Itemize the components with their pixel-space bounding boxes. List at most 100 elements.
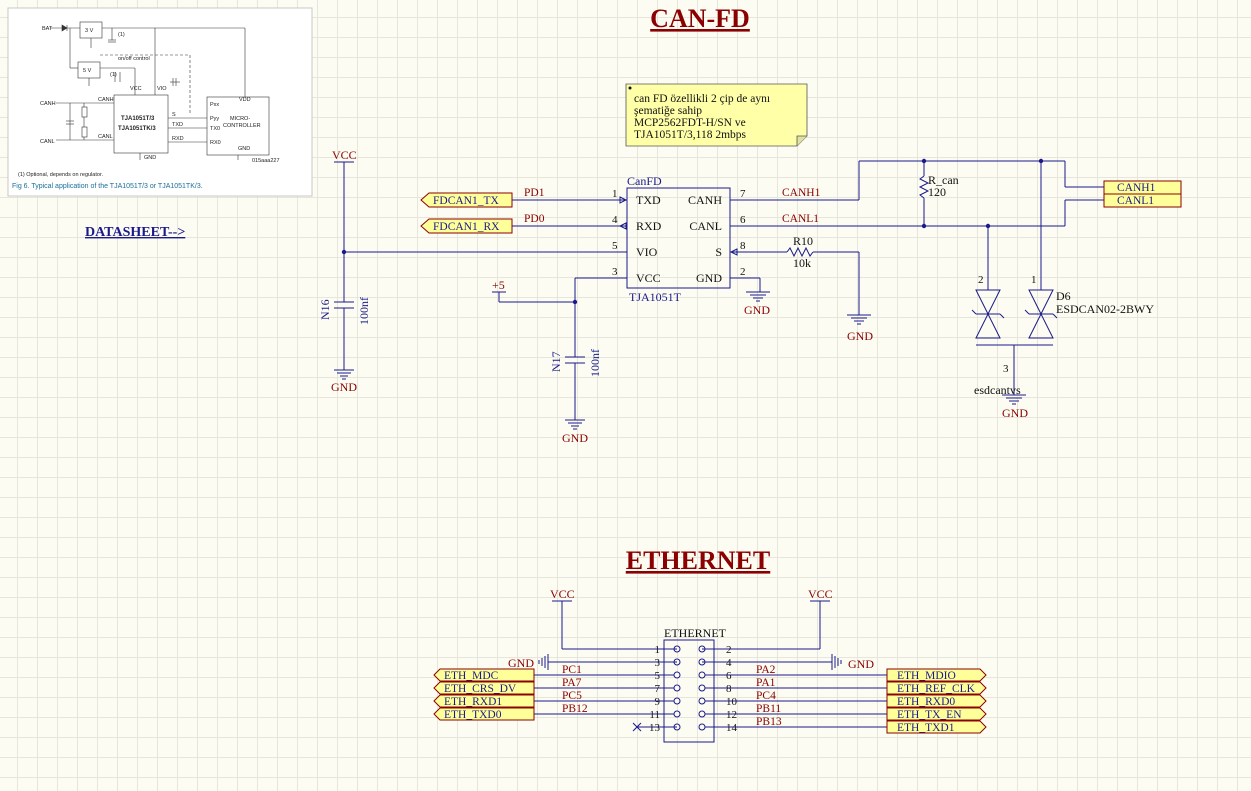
eth-port-eth-tx-en[interactable]: ETH_TX_EN — [886, 707, 987, 721]
ds-label-3v: 3 V — [85, 28, 94, 34]
eth-port-eth-rxd1[interactable]: ETH_RXD1 — [433, 694, 535, 708]
chip-pin-4-num: 4 — [612, 214, 618, 226]
ds-label-mcu1: MICRO- — [230, 116, 250, 122]
svg-text:ETH_MDIO: ETH_MDIO — [897, 670, 956, 682]
eth-pin-left-11[interactable] — [673, 710, 681, 718]
svg-text:GND: GND — [847, 329, 873, 343]
ds-label-chip1: TJA1051T/3 — [121, 116, 155, 122]
ds-label-canl: CANL — [40, 139, 55, 145]
eth-pin-right-6[interactable] — [698, 671, 706, 679]
ds-label-rx0: RX0 — [210, 140, 221, 146]
eth-port-eth-mdc[interactable]: ETH_MDC — [433, 668, 535, 682]
eth-vcc-right: VCC — [808, 587, 833, 601]
svg-text:ETH_REF_CLK: ETH_REF_CLK — [897, 683, 976, 695]
eth-pin-num-7: 7 — [655, 683, 661, 695]
eth-pin-right-8[interactable] — [698, 684, 706, 692]
svg-text:CANH1: CANH1 — [1117, 182, 1156, 194]
svg-text:CANL1: CANL1 — [1117, 195, 1154, 207]
chip-pin-5-num: 5 — [612, 240, 618, 252]
svg-text:GND: GND — [562, 431, 588, 445]
eth-pin-num-6: 6 — [726, 670, 732, 682]
resistor-rcan[interactable]: R_can 120 — [918, 158, 959, 229]
gnd-symbol-d6: GND — [1002, 394, 1028, 420]
svg-text:ETH_RXD0: ETH_RXD0 — [897, 696, 955, 708]
chip-pin-2-num: 2 — [740, 266, 746, 278]
eth-net-pa1: PA1 — [756, 677, 776, 689]
svg-text:120: 120 — [928, 185, 946, 199]
eth-pin-left-5[interactable] — [673, 671, 681, 679]
port-fdcan1-rx[interactable]: FDCAN1_RX — [420, 218, 513, 234]
ds-label-onoff: on/off control — [118, 56, 150, 62]
ds-label-txd: TXD — [172, 122, 183, 128]
eth-ref: ETHERNET — [664, 626, 727, 640]
resistor-r10[interactable]: R10 10k — [760, 234, 860, 315]
note-line-2: şematiğe sahip — [634, 105, 702, 117]
eth-gnd-right: GND — [831, 654, 874, 671]
ds-label-s: S — [172, 112, 176, 118]
svg-text:FDCAN1_TX: FDCAN1_TX — [433, 195, 500, 207]
note-line-1: can FD özellikli 2 çip de aynı — [634, 93, 770, 105]
chip-part: TJA1051T — [629, 290, 682, 304]
note-box[interactable]: can FD özellikli 2 çip de aynı şematiğe … — [625, 83, 808, 147]
eth-port-eth-rxd0[interactable]: ETH_RXD0 — [886, 694, 987, 708]
chip-pin-1-num: 1 — [612, 188, 618, 200]
ds-label-canl-pin: CANL — [98, 134, 113, 140]
eth-pin-num-12: 12 — [726, 709, 737, 721]
svg-text:100nf: 100nf — [588, 349, 602, 377]
eth-net-pb12: PB12 — [562, 703, 588, 715]
canfd-chip[interactable]: CanFD TJA1051T 1 4 5 3 TXD RXD VIO VCC 7… — [597, 174, 760, 304]
eth-vcc-left: VCC — [550, 587, 575, 601]
net-pd0: PD0 — [524, 213, 545, 225]
eth-port-eth-ref-clk[interactable]: ETH_REF_CLK — [886, 681, 987, 695]
chip-pin-3-num: 3 — [612, 266, 618, 278]
svg-text:ETH_CRS_DV: ETH_CRS_DV — [444, 683, 517, 695]
eth-port-eth-mdio[interactable]: ETH_MDIO — [886, 668, 987, 682]
ds-caption: Fig 6. Typical application of the TJA105… — [12, 183, 203, 190]
svg-text:R_can: R_can — [928, 173, 959, 187]
chip-pin-canh: CANH — [688, 193, 722, 207]
eth-port-eth-txd1[interactable]: ETH_TXD1 — [886, 720, 987, 734]
eth-net-pa7: PA7 — [562, 677, 582, 689]
chip-pin-8-num: 8 — [740, 240, 746, 252]
ds-label-vcc: VCC — [130, 86, 142, 92]
svg-text:ETH_TX_EN: ETH_TX_EN — [897, 709, 962, 721]
eth-pin-left-7[interactable] — [673, 684, 681, 692]
eth-pin-left-9[interactable] — [673, 697, 681, 705]
note-line-4: TJA1051T/3,118 2mbps — [634, 129, 747, 141]
port-fdcan1-tx[interactable]: FDCAN1_TX — [420, 192, 513, 208]
note-line-3: MCP2562FDT-H/SN ve — [634, 117, 746, 129]
port-canl1[interactable]: CANL1 — [1103, 193, 1182, 208]
eth-pin-num-4: 4 — [726, 657, 732, 669]
svg-text:GND: GND — [848, 657, 874, 671]
esd-diode-d6[interactable]: 2 1 3 D6 ESDCAN02-2BWY esdcantvs — [971, 158, 1154, 397]
chip-pin-6-num: 6 — [740, 214, 746, 226]
svg-text:GND: GND — [1002, 406, 1028, 420]
eth-pin-right-14[interactable] — [698, 723, 706, 731]
eth-port-eth-txd0[interactable]: ETH_TXD0 — [433, 707, 535, 721]
svg-text:ETH_RXD1: ETH_RXD1 — [444, 696, 502, 708]
cap-n17[interactable]: N17 100nf — [549, 349, 602, 420]
eth-pin-right-10[interactable] — [698, 697, 706, 705]
canfd-title: CAN-FD — [650, 4, 750, 33]
svg-text:ETH_TXD0: ETH_TXD0 — [444, 709, 502, 721]
chip-pin-vcc: VCC — [636, 271, 661, 285]
eth-pin-num-5: 5 — [655, 670, 661, 682]
eth-connector[interactable] — [663, 639, 715, 743]
ds-footnote: (1) Optional, depends on regulator. — [18, 172, 103, 178]
ethernet-title: ETHERNET — [626, 546, 771, 575]
eth-pin-num-3: 3 — [655, 657, 661, 669]
chip-pin-gnd: GND — [696, 271, 722, 285]
cap-n16[interactable]: N16 100nf — [318, 297, 371, 370]
ds-label-one-b: (1) — [110, 72, 117, 78]
ds-label-gnd1: GND — [144, 155, 156, 161]
eth-pin-right-12[interactable] — [698, 710, 706, 718]
port-canh1[interactable]: CANH1 — [1103, 180, 1182, 195]
eth-port-eth-crs-dv[interactable]: ETH_CRS_DV — [433, 681, 535, 695]
eth-pin-num-10: 10 — [726, 696, 738, 708]
eth-gnd-left: GND — [508, 654, 549, 670]
datasheet-link[interactable]: DATASHEET--> — [85, 225, 185, 240]
eth-pin-num-13: 13 — [649, 722, 661, 734]
